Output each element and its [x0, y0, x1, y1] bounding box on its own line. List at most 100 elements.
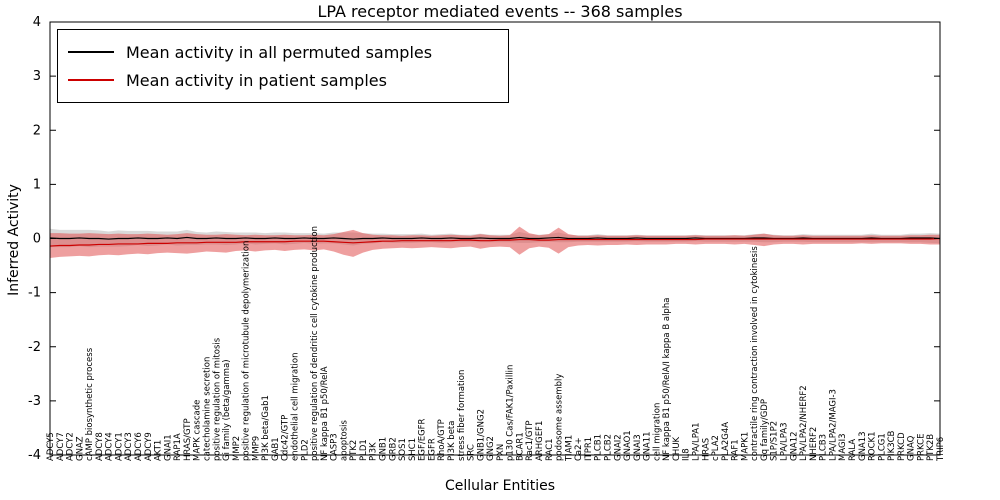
legend-label-patient: Mean activity in patient samples — [126, 70, 387, 90]
x-category-label: ADCY8 — [95, 432, 105, 461]
x-category-label: cAMP biosynthetic process — [85, 347, 95, 461]
x-category-label: ADCY1 — [114, 432, 124, 461]
y-axis-label: Inferred Activity — [6, 184, 22, 296]
y-tick-label: -1 — [28, 286, 41, 301]
x-category-label: PLA2G4A — [721, 422, 731, 461]
x-category-label: Gq family/GDP — [760, 399, 770, 461]
permuted-line-swatch — [68, 51, 114, 53]
x-category-label: PI3K — [369, 442, 379, 461]
x-category-label: NF kappa B1 p50/RelA/I kappa B alpha — [662, 298, 672, 461]
x-category-label: LPA/LPA2/MAGI-3 — [828, 389, 838, 461]
x-category-label: PRKCD — [897, 432, 907, 461]
x-category-label: RAF1 — [731, 439, 741, 461]
x-category-label: CASP3 — [330, 433, 340, 461]
y-tick-label: -3 — [28, 394, 41, 409]
x-category-label: GNA11 — [643, 431, 653, 461]
x-category-label: EGFR — [427, 438, 437, 461]
x-category-label: PXN — [496, 444, 506, 461]
x-category-label: ADCY7 — [56, 432, 66, 461]
x-category-label: stress fiber formation — [457, 370, 467, 461]
x-category-label: Gi family (beta/gamma) — [222, 359, 232, 461]
x-category-label: PLCG1 — [877, 433, 887, 461]
x-category-label: RALA — [848, 439, 858, 461]
x-category-label: TIAM1 — [564, 435, 574, 462]
x-category-label: RAP1A — [173, 433, 183, 461]
x-category-label: catecholamine secretion — [202, 357, 212, 461]
legend: Mean activity in all permuted samples Me… — [57, 29, 509, 103]
legend-entry-patient: Mean activity in patient samples — [68, 66, 498, 94]
x-category-label: ADCY5 — [46, 432, 56, 461]
x-category-label: PRKCE — [916, 434, 926, 461]
x-category-label: ROCK1 — [868, 431, 878, 461]
x-category-label: PLD1 — [359, 439, 369, 461]
y-tick-label: -2 — [28, 340, 41, 355]
x-category-label: PTK2B — [926, 434, 936, 461]
x-category-label: GNAQ — [907, 435, 917, 461]
x-category-label: ADCY4 — [105, 432, 115, 461]
x-category-label: Rac1/GTP — [525, 421, 535, 461]
patient-line-swatch — [68, 79, 114, 81]
x-category-label: HRAS — [701, 438, 711, 461]
patient-mean-line — [49, 237, 941, 247]
y-tick-label: 4 — [33, 15, 41, 30]
x-category-label: positive regulation of dendritic cell cy… — [310, 226, 320, 461]
x-category-label: positive regulation of mitosis — [212, 337, 222, 461]
x-category-label: ITPR1 — [584, 437, 594, 461]
x-category-label: ADCY3 — [124, 432, 134, 461]
x-category-label: MAGI3 — [838, 433, 848, 461]
x-category-label: endothelial cell migration — [291, 352, 301, 461]
x-category-label: LPA/LPA3 — [780, 422, 790, 461]
x-category-label: LPA/LPA2/NHERF2 — [799, 385, 809, 461]
x-category-label: GNAI1 — [163, 434, 173, 461]
x-category-label: ADCY6 — [134, 432, 144, 461]
x-category-label: TRIP6 — [936, 437, 946, 462]
x-category-label: NF kappa B1 p50/RelA — [320, 366, 330, 461]
x-category-label: MMP2 — [232, 436, 242, 461]
x-category-label: PLCB2 — [603, 434, 613, 461]
x-category-label: PI3K beta/Gab1 — [261, 395, 271, 461]
x-category-label: cell migration — [652, 403, 662, 461]
y-tick-label: 0 — [33, 232, 41, 247]
x-category-label: GRB2 — [388, 437, 398, 461]
x-axis-label: Cellular Entities — [444, 478, 556, 494]
x-category-label: PIK3CB — [887, 430, 897, 461]
x-category-label: GNA12 — [789, 431, 799, 461]
x-category-label: GNAZ — [75, 436, 85, 461]
x-category-label: GNAI3 — [633, 434, 643, 461]
x-category-label: apoptosis — [339, 419, 349, 461]
x-category-label: Cdc42/GTP — [281, 415, 291, 461]
x-category-label: GNAI2 — [613, 434, 623, 461]
x-category-label: NHERF2 — [809, 427, 819, 461]
x-category-label: podosome assembly — [555, 374, 565, 461]
x-category-label: MMP9 — [251, 436, 261, 461]
x-category-label: PTK2 — [349, 440, 359, 461]
x-category-label: GNAO1 — [623, 430, 633, 461]
y-tick-label: 2 — [33, 123, 41, 138]
y-tick-label: 3 — [33, 69, 41, 84]
x-category-label: RAC1 — [545, 438, 555, 461]
x-category-label: PLCB1 — [594, 434, 604, 461]
x-category-label: AKT1 — [154, 440, 164, 461]
x-category-label: PLCB3 — [819, 434, 829, 461]
x-category-label: GNB1/GNG2 — [476, 409, 486, 461]
x-category-label: EGF/EGFR — [418, 418, 428, 461]
x-category-label: Ca2+ — [574, 437, 584, 461]
y-tick-label: 1 — [33, 177, 41, 192]
x-category-label: LPA/LPA1 — [691, 422, 701, 461]
x-category-label: positive regulation of microtubule depol… — [242, 241, 252, 461]
x-category-label: IL8 — [682, 448, 692, 461]
x-category-label: SHC1 — [408, 438, 418, 461]
x-category-label: p130 Cas/FAK1/Paxillin — [506, 365, 516, 461]
x-category-label: contractile ring contraction involved in… — [750, 246, 760, 461]
x-category-label: PLD2 — [300, 439, 310, 461]
x-category-label: CHUK — [672, 436, 682, 461]
legend-entry-permuted: Mean activity in all permuted samples — [68, 38, 498, 66]
x-category-label: SOS1 — [398, 438, 408, 461]
y-tick-label: -4 — [28, 448, 41, 463]
patient-band — [50, 226, 940, 258]
legend-label-permuted: Mean activity in all permuted samples — [126, 42, 433, 62]
x-category-label: MAPK cascade — [193, 400, 203, 461]
x-category-label: RhoA/GTP — [437, 419, 447, 461]
x-category-label: ARHGEF1 — [535, 421, 545, 461]
x-category-label: HRAS/GTP — [183, 418, 193, 461]
